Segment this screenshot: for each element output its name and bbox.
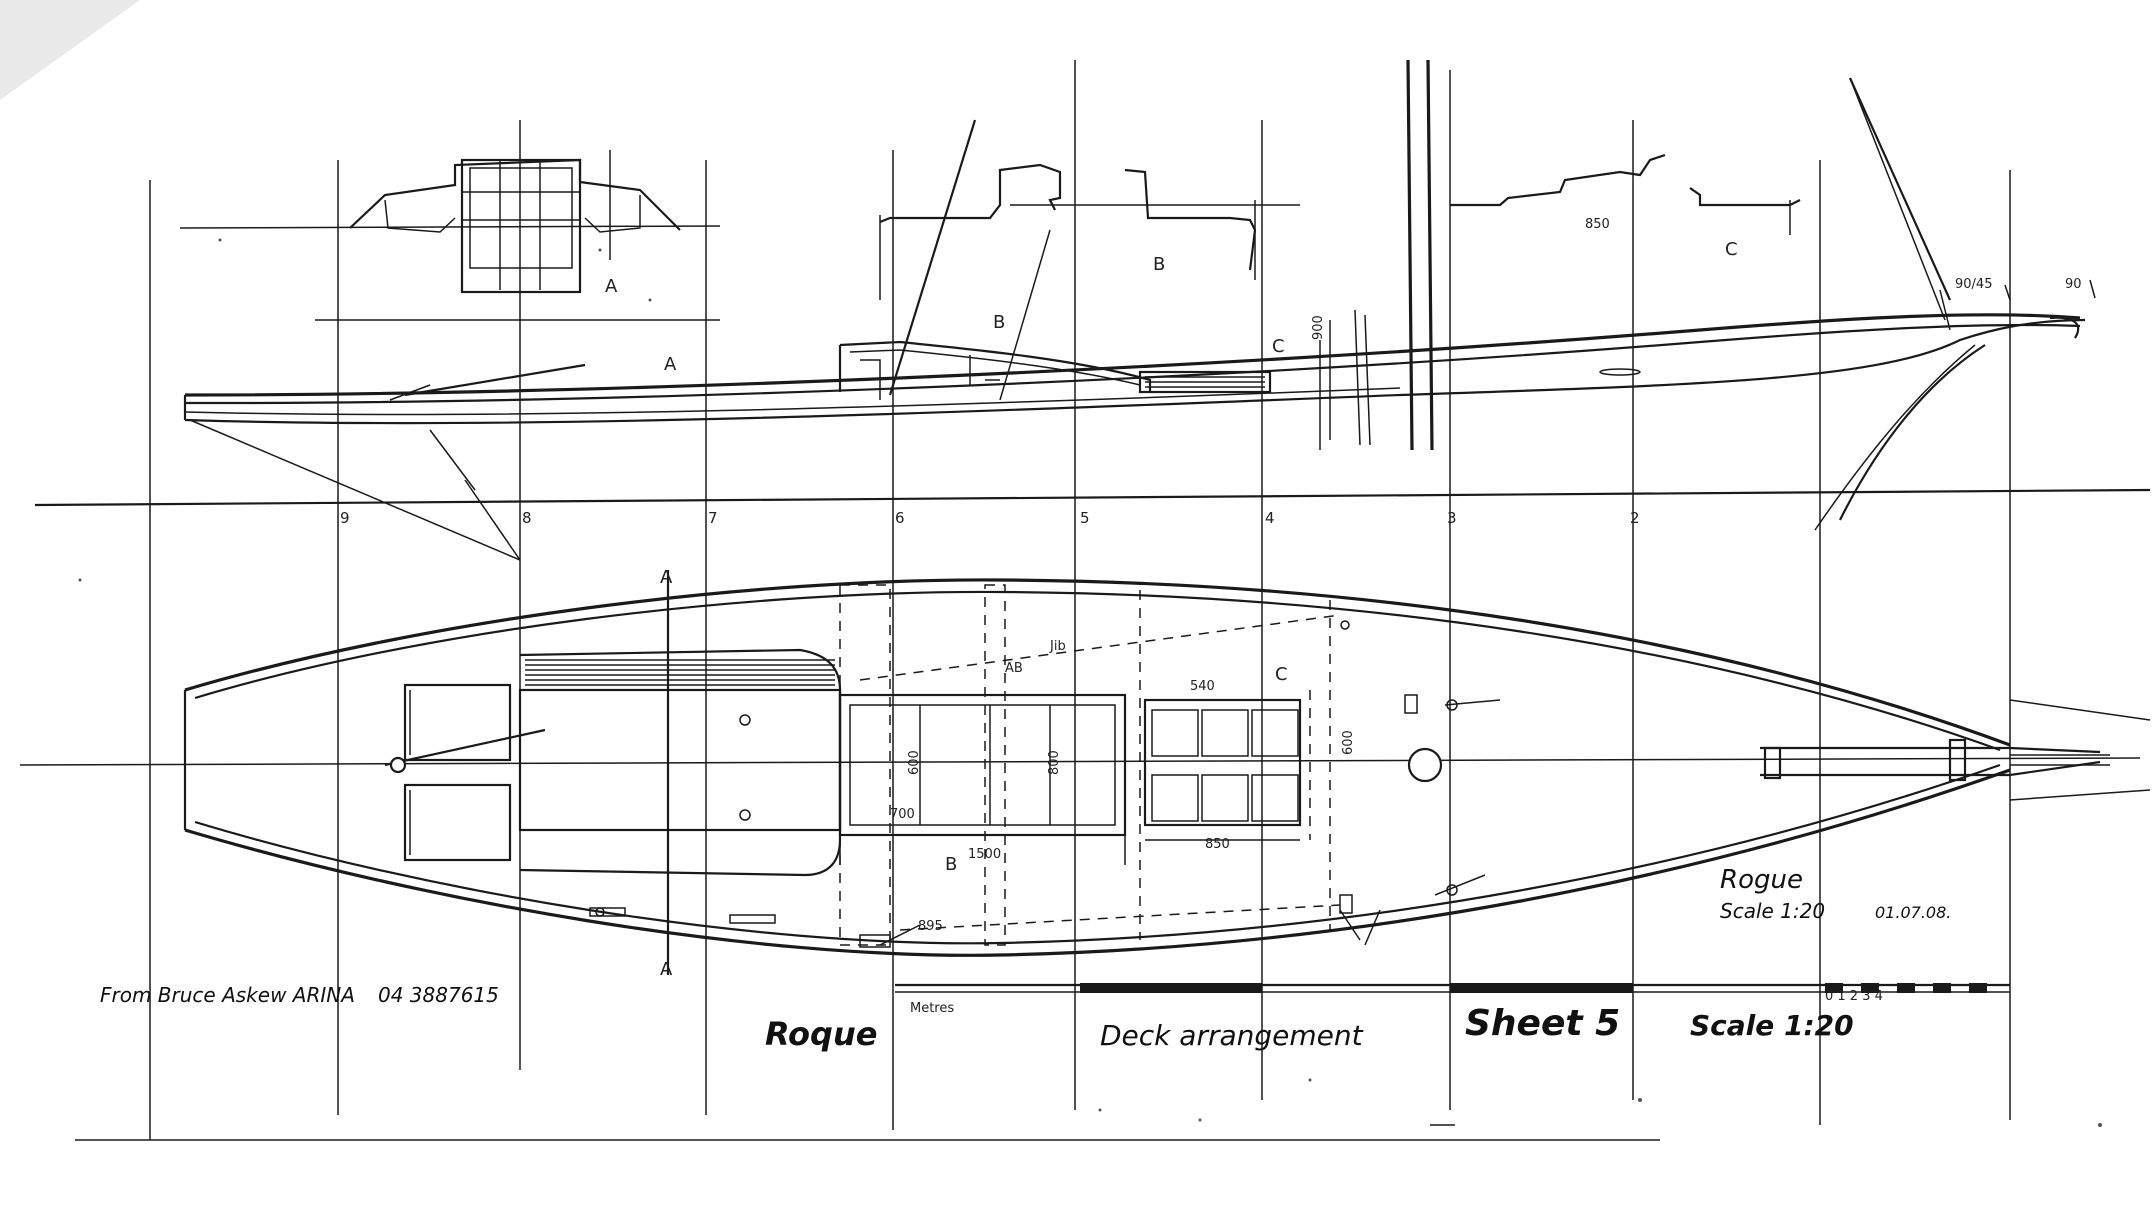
- station-7: 7: [708, 509, 718, 527]
- corner-date: 01.07.08.: [1875, 903, 1951, 922]
- station-9: 9: [340, 509, 350, 527]
- deck-dashed-lines: [839, 584, 1341, 946]
- title-sheet-type: Deck arrangement: [1100, 1019, 1364, 1052]
- jib-label: Jib: [1049, 639, 1066, 654]
- profile-mark-a: A: [664, 354, 677, 375]
- profile-mark-c: C: [1272, 336, 1285, 357]
- corner-boat-name: Rogue: [1720, 865, 1803, 895]
- dim-600-right: 600: [1341, 730, 1356, 755]
- mast-label-a: 90/45: [1955, 277, 1992, 292]
- plan-mark-a-top: A: [660, 567, 673, 588]
- section-view-c: 850 C: [1450, 153, 1801, 260]
- forward-hatch-grid: [1143, 698, 1302, 827]
- section-b-label: B: [1153, 254, 1165, 275]
- section-view-a: A: [349, 150, 681, 297]
- station-8: 8: [522, 509, 532, 527]
- scale-bar: Metres 0 1 2 3 4: [895, 983, 2010, 1016]
- profile-view: A B C 900 90/45 90: [183, 59, 2096, 561]
- title-sheet-number: Sheet 5: [1465, 1003, 1620, 1044]
- plan-mark-a-bottom: A: [660, 959, 673, 980]
- dim-600-hatch: 600: [907, 750, 922, 775]
- corner-scale: Scale 1:20: [1720, 899, 1825, 923]
- page-fold-corner: [0, 0, 140, 100]
- plan-mark-c: C: [1275, 664, 1288, 685]
- datum-lines: [19, 204, 2151, 1141]
- station-5: 5: [1080, 509, 1090, 527]
- profile-mark-b: B: [993, 312, 1005, 333]
- mast-label-b: 90: [2065, 277, 2082, 292]
- scale-unit: Metres: [910, 1001, 954, 1016]
- source-credit: From Bruce Askew ARINA: [100, 983, 355, 1007]
- scan-speckles: [78, 238, 2102, 1127]
- dim-895: 895: [918, 919, 943, 934]
- section-c-dim: 850: [1585, 217, 1610, 232]
- plan-view: A A B C 600 700 800 1500 600 850 540 895…: [183, 567, 2151, 980]
- dim-540: 540: [1190, 679, 1215, 694]
- dim-1500: 1500: [968, 847, 1001, 862]
- plan-mark-b: B: [945, 854, 957, 875]
- scale-ticks: 0 1 2 3 4: [1825, 989, 1883, 1004]
- station-6: 6: [895, 509, 905, 527]
- phone-number: 04 3887615: [378, 983, 499, 1007]
- station-2: 2: [1630, 509, 1640, 527]
- dim-800: 800: [1047, 750, 1062, 775]
- section-view-b: B: [879, 163, 1257, 300]
- station-4: 4: [1265, 509, 1275, 527]
- cockpit-seat-slats: [525, 659, 835, 686]
- section-a-label: A: [605, 276, 618, 297]
- section-c-label: C: [1725, 239, 1738, 260]
- station-grid: [149, 60, 2011, 1140]
- title-block: From Bruce Askew ARINA 04 3887615 Roque …: [100, 865, 1951, 1053]
- title-boat-name: Roque: [765, 1015, 877, 1053]
- station-3: 3: [1447, 509, 1457, 527]
- title-scale: Scale 1:20: [1690, 1009, 1854, 1042]
- dim-700: 700: [890, 807, 915, 822]
- ab-label: AB: [1005, 661, 1023, 676]
- profile-dim-900: 900: [1311, 315, 1326, 340]
- station-numbers: 9 8 7 6 5 4 3 2: [340, 509, 1640, 527]
